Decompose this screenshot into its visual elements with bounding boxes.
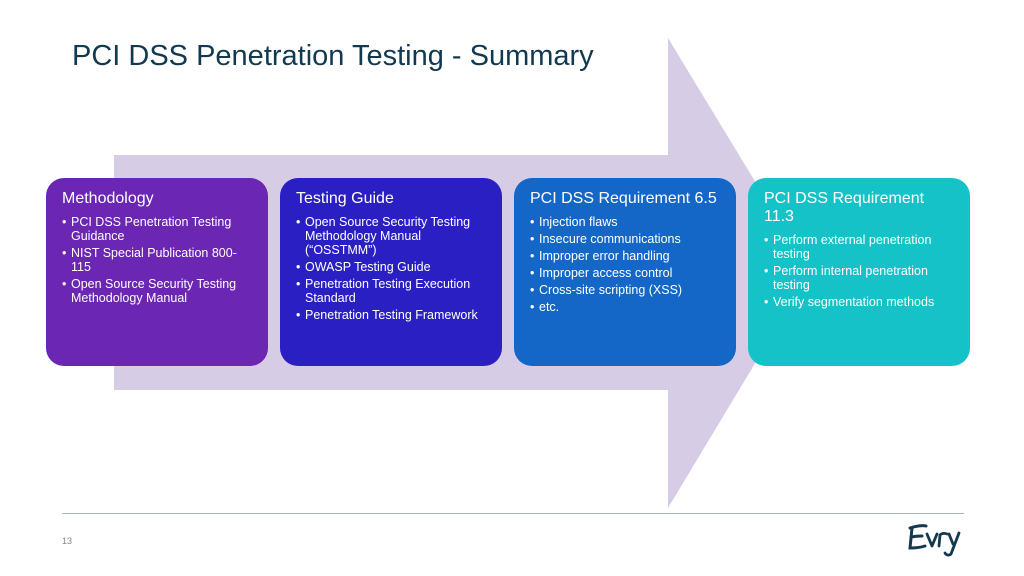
evry-logo [908,524,961,557]
list-item: NIST Special Publication 800-115 [62,246,254,274]
testing-guide-box: Testing Guide Open Source Security Testi… [280,178,502,366]
list-item: Improper access control [530,266,722,280]
box-heading: Methodology [62,190,154,207]
page-number: 13 [62,536,73,546]
box-heading: PCI DSS Requirement 11.3 [764,190,925,225]
list-item: Penetration Testing Framework [296,308,488,322]
slide-title: PCI DSS Penetration Testing - Summary [72,40,594,72]
list-item: Insecure communications [530,232,722,246]
footer-divider [62,513,964,514]
list-item: PCI DSS Penetration Testing Guidance [62,215,254,243]
box-list: Open Source Security Testing Methodology… [296,215,488,322]
list-item: Cross-site scripting (XSS) [530,283,722,297]
list-item: Open Source Security Testing Methodology… [296,215,488,257]
methodology-box: Methodology PCI DSS Penetration Testing … [46,178,268,366]
box-list: Injection flaws Insecure communications … [530,215,722,314]
box-list: PCI DSS Penetration Testing Guidance NIS… [62,215,254,305]
list-item: Perform internal penetration testing [764,264,956,292]
list-item: Verify segmentation methods [764,295,956,309]
list-item: etc. [530,300,722,314]
list-item: Perform external penetration testing [764,233,956,261]
list-item: Injection flaws [530,215,722,229]
box-heading: Testing Guide [296,190,394,207]
requirement-6-5-box: PCI DSS Requirement 6.5 Injection flaws … [514,178,736,366]
box-heading: PCI DSS Requirement 6.5 [530,190,717,207]
list-item: OWASP Testing Guide [296,260,488,274]
list-item: Improper error handling [530,249,722,263]
box-list: Perform external penetration testing Per… [764,233,956,309]
requirement-11-3-box: PCI DSS Requirement 11.3 Perform externa… [748,178,970,366]
list-item: Open Source Security Testing Methodology… [62,277,254,305]
list-item: Penetration Testing Execution Standard [296,277,488,305]
